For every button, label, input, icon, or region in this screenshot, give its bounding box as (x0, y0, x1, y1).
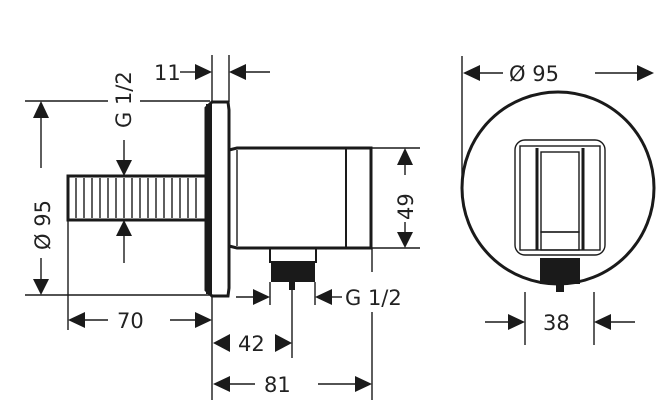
dim-total-depth (213, 376, 372, 392)
outlet-body (228, 146, 373, 250)
flange (204, 100, 231, 298)
dim-diameter-front (461, 56, 654, 188)
label-thread-outlet: G 1/2 (345, 286, 402, 310)
inlet-thread (66, 174, 208, 222)
label-outlet-offset: 42 (238, 332, 265, 356)
dim-outlet-offset (213, 334, 292, 352)
dim-flange-thickness (180, 55, 270, 102)
label-outlet-width: 38 (543, 311, 570, 335)
dim-outlet-width (485, 292, 635, 345)
dim-thread-outlet (236, 289, 342, 305)
holder-outline (514, 139, 606, 292)
dim-inlet-length (68, 312, 212, 328)
dim-thread-inlet (116, 140, 132, 263)
dim-diameter-side (33, 101, 49, 295)
label-total-depth: 81 (264, 373, 291, 397)
front-view (460, 56, 656, 345)
label-body-height: 49 (394, 193, 418, 220)
label-diameter-front: Ø 95 (509, 62, 559, 86)
dim-body-height (372, 147, 420, 249)
label-flange-thickness: 11 (154, 61, 181, 85)
label-inlet-length: 70 (117, 309, 144, 333)
side-view (25, 55, 420, 400)
outlet-nipple (269, 247, 317, 290)
label-diameter-side: Ø 95 (31, 200, 55, 250)
label-thread-inlet: G 1/2 (112, 71, 136, 128)
